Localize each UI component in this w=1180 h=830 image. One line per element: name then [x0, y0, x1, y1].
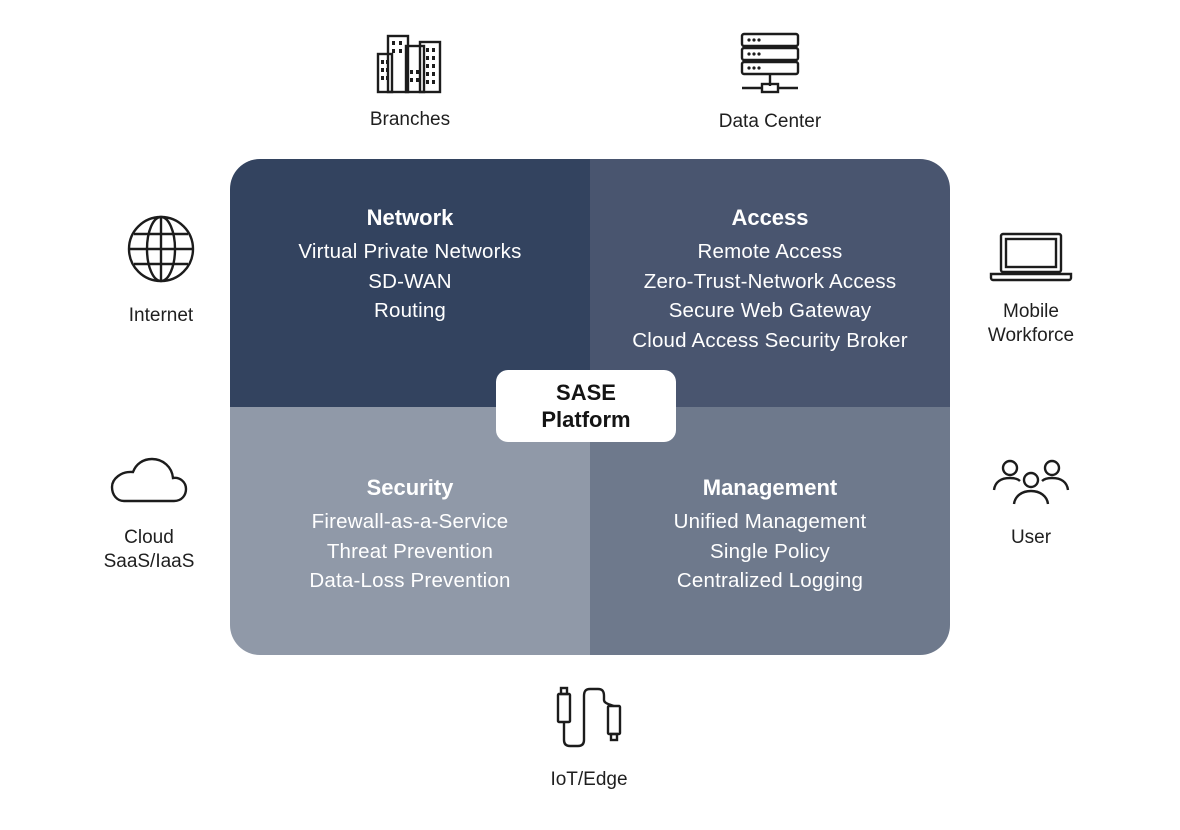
- quadrant-network: Network Virtual Private Networks SD-WAN …: [230, 159, 590, 407]
- sase-platform-label: SASE Platform: [496, 370, 676, 442]
- access-item: Remote Access: [697, 240, 843, 263]
- quadrant-management: Management Unified Management Single Pol…: [590, 407, 950, 655]
- security-item: Firewall-as-a-Service: [311, 510, 509, 533]
- network-item: Routing: [373, 299, 447, 323]
- access-item: Secure Web Gateway: [668, 299, 872, 323]
- sase-label-line: SASE: [556, 380, 616, 405]
- internet-label: Internet: [128, 305, 194, 326]
- quadrant-security: Security Firewall-as-a-Service Threat Pr…: [230, 407, 590, 655]
- data-center-label: Data Center: [718, 111, 822, 132]
- server-rack-icon: [740, 32, 800, 94]
- globe-icon: [127, 215, 195, 283]
- access-item: Cloud Access Security Broker: [632, 329, 908, 353]
- security-item: Threat Prevention: [326, 539, 494, 563]
- node-branches: Branches: [350, 34, 470, 132]
- users-icon: [992, 459, 1070, 505]
- buildings-icon: [376, 34, 442, 94]
- network-item: SD-WAN: [368, 269, 452, 293]
- node-mobile-workforce: Mobile Workforce: [966, 232, 1096, 348]
- node-user: User: [976, 458, 1086, 550]
- node-data-center: Data Center: [700, 32, 840, 134]
- node-iot-edge: IoT/Edge: [529, 686, 649, 792]
- node-internet: Internet: [100, 214, 222, 328]
- security-title: Security: [366, 475, 454, 500]
- iot-edge-label: IoT/Edge: [550, 769, 628, 790]
- cable-connector-icon: [556, 686, 622, 748]
- management-item: Unified Management: [673, 510, 867, 533]
- platform-label-line: Platform: [541, 407, 631, 432]
- cloud-icon: [110, 457, 188, 503]
- node-cloud: Cloud SaaS/IaaS: [88, 456, 210, 574]
- network-item: Virtual Private Networks: [298, 240, 522, 263]
- management-item: Single Policy: [710, 539, 830, 563]
- network-title: Network: [366, 205, 454, 230]
- cloud-label: Cloud SaaS/IaaS: [103, 527, 195, 572]
- management-title: Management: [702, 475, 838, 500]
- access-title: Access: [731, 205, 809, 230]
- access-item: Zero-Trust-Network Access: [643, 269, 897, 293]
- management-item: Centralized Logging: [676, 569, 864, 593]
- laptop-icon: [989, 232, 1073, 282]
- branches-label: Branches: [369, 109, 451, 130]
- mobile-workforce-label: Mobile Workforce: [987, 301, 1075, 346]
- user-label: User: [1010, 527, 1052, 548]
- sase-platform: Network Virtual Private Networks SD-WAN …: [230, 159, 950, 655]
- quadrant-access: Access Remote Access Zero-Trust-Network …: [590, 159, 950, 407]
- security-item: Data-Loss Prevention: [309, 569, 511, 593]
